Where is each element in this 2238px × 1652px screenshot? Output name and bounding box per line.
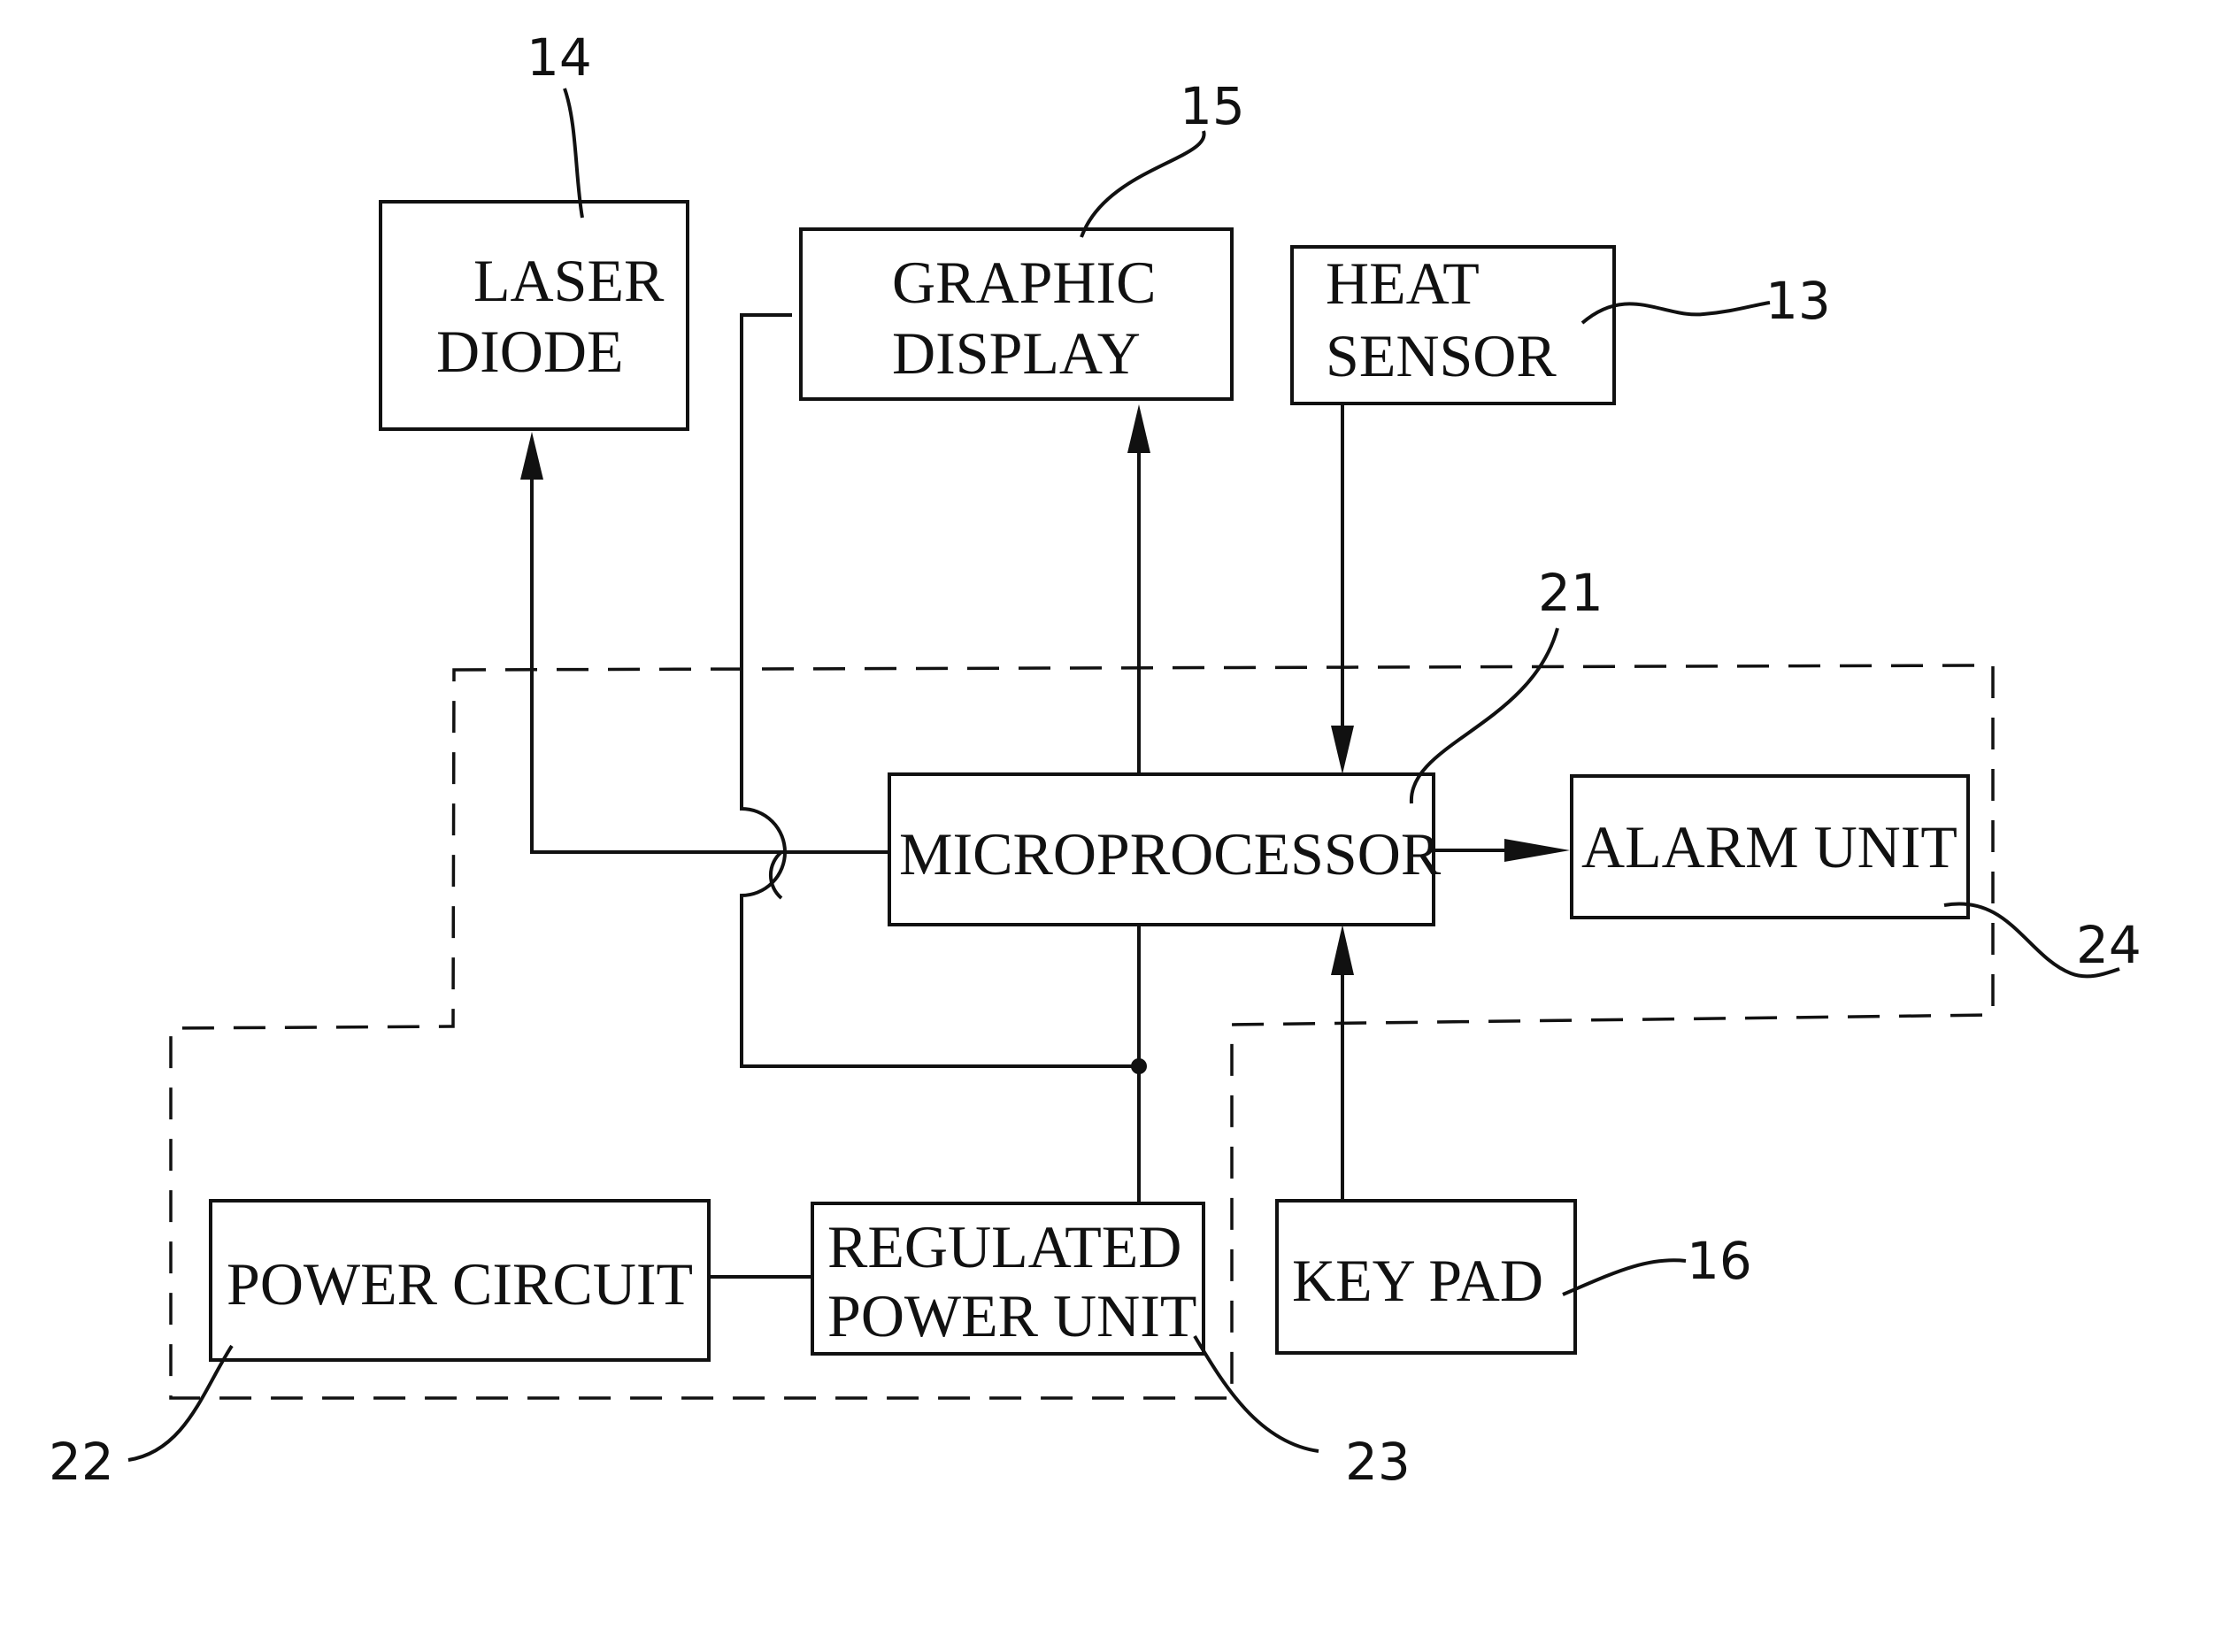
wire-regulated-to-graphic [742, 315, 1139, 1066]
laser-diode-block: LASER DIODE [381, 202, 688, 429]
ref-24: 24 [2076, 915, 2142, 975]
ref-23: 23 [1345, 1432, 1411, 1492]
arrow-to-microprocessor-top [1331, 726, 1354, 774]
graphic-display-label-line2: DISPLAY [892, 319, 1141, 387]
leader-15 [1081, 131, 1204, 237]
power-circuit-block: POWER CIRCUIT [211, 1201, 709, 1360]
heat-sensor-label-line1: HEAT [1326, 250, 1480, 317]
leader-22 [128, 1346, 232, 1460]
leader-16 [1563, 1260, 1686, 1295]
ref-15: 15 [1180, 76, 1245, 136]
graphic-display-label-line1: GRAPHIC [892, 249, 1157, 316]
ref-13: 13 [1765, 271, 1831, 331]
ref-21: 21 [1538, 563, 1604, 623]
graphic-display-block: GRAPHIC DISPLAY [801, 229, 1232, 399]
microprocessor-label: MICROPROCESSOR [899, 820, 1442, 887]
ref-22: 22 [49, 1432, 114, 1492]
junction-dot [1131, 1058, 1147, 1074]
wire-microprocessor-to-laser [532, 478, 888, 898]
arrow-to-microprocessor-bottom [1331, 925, 1354, 975]
regulated-power-unit-label-line1: REGULATED [827, 1213, 1181, 1280]
laser-diode-label-line2: DIODE [436, 318, 624, 385]
regulated-power-unit-label-line2: POWER UNIT [827, 1282, 1196, 1349]
alarm-unit-block: ALARM UNIT [1572, 776, 1968, 918]
ref-16: 16 [1687, 1231, 1752, 1291]
leader-14 [565, 88, 582, 218]
heat-sensor-block: HEAT SENSOR [1292, 247, 1614, 403]
key-pad-block: KEY PAD [1277, 1201, 1575, 1353]
laser-diode-label-line1: LASER [473, 247, 665, 314]
arrow-to-laser [520, 432, 543, 480]
alarm-unit-label: ALARM UNIT [1581, 813, 1957, 880]
regulated-power-unit-block: REGULATED POWER UNIT [812, 1203, 1204, 1354]
arrow-to-graphic [1127, 404, 1150, 453]
ref-14: 14 [527, 27, 592, 88]
power-circuit-label: POWER CIRCUIT [227, 1250, 693, 1318]
microprocessor-block: MICROPROCESSOR [889, 774, 1442, 925]
key-pad-label: KEY PAD [1292, 1247, 1543, 1314]
arrow-to-alarm [1504, 839, 1570, 862]
heat-sensor-label-line2: SENSOR [1326, 322, 1557, 389]
